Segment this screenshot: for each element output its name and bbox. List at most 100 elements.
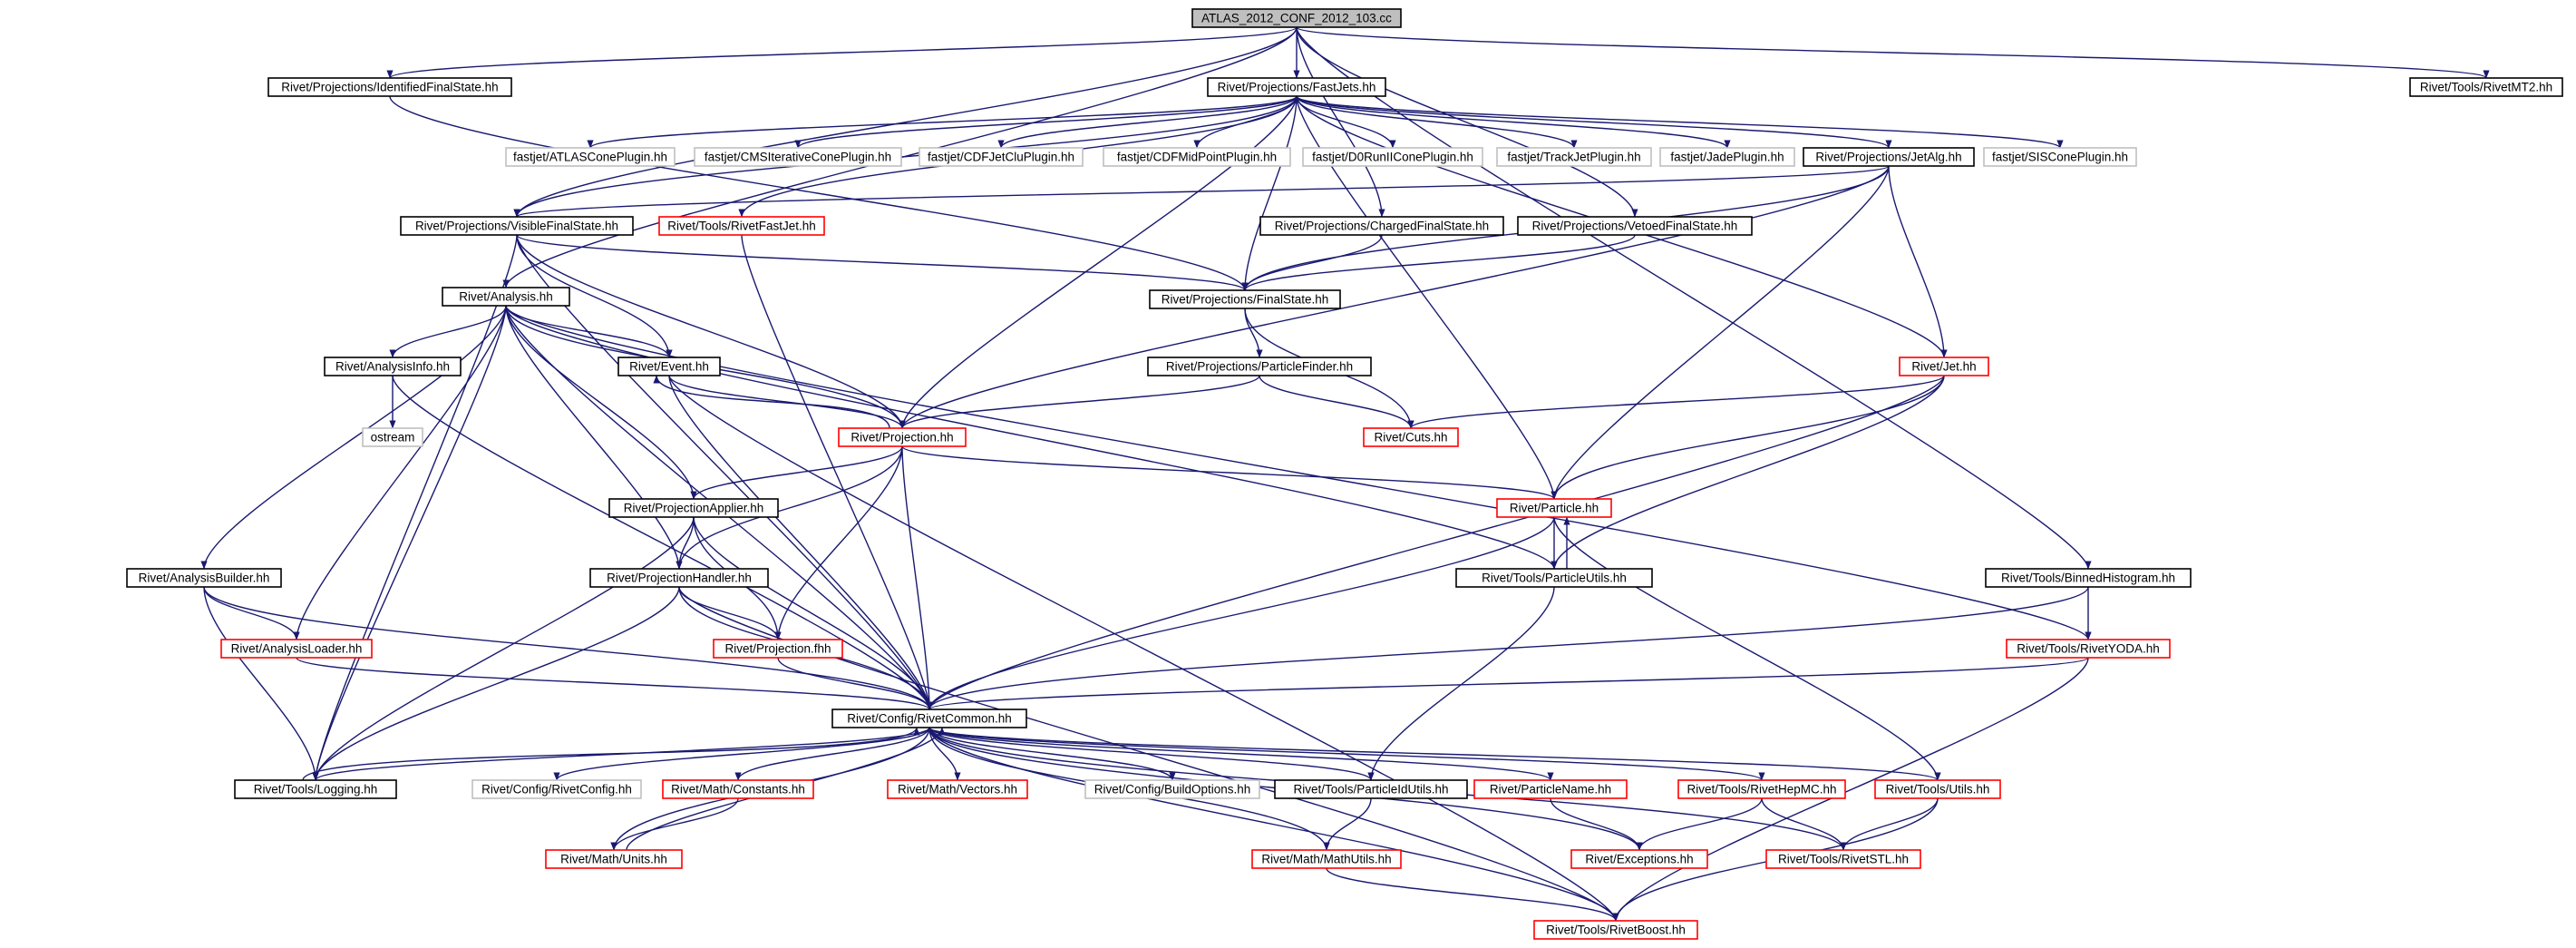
node-label: Rivet/Tools/Utils.hh bbox=[1886, 783, 1990, 797]
node-d0run[interactable]: fastjet/D0RunIIConePlugin.hh bbox=[1302, 147, 1483, 167]
node-units[interactable]: Rivet/Math/Units.hh bbox=[545, 849, 683, 869]
node-box bbox=[1207, 77, 1386, 97]
node-analysisbuilder[interactable]: Rivet/AnalysisBuilder.hh bbox=[126, 568, 282, 588]
node-cmscone[interactable]: fastjet/CMSIterativeConePlugin.hh bbox=[694, 147, 902, 167]
node-atlascone[interactable]: fastjet/ATLASConePlugin.hh bbox=[505, 147, 676, 167]
node-projapplier[interactable]: Rivet/ProjectionApplier.hh bbox=[608, 498, 779, 518]
edge-analysisbuilder-to-rivetcommon bbox=[203, 586, 933, 710]
node-mt2[interactable]: Rivet/Tools/RivetMT2.hh bbox=[2409, 77, 2563, 97]
node-label: Rivet/Tools/BinnedHistogram.hh bbox=[2001, 572, 2175, 585]
node-label: fastjet/CDFJetCluPlugin.hh bbox=[928, 151, 1074, 164]
node-particleidutils[interactable]: Rivet/Tools/ParticleIdUtils.hh bbox=[1274, 779, 1468, 799]
node-analysis[interactable]: Rivet/Analysis.hh bbox=[442, 287, 570, 307]
node-mathutils[interactable]: Rivet/Math/MathUtils.hh bbox=[1251, 849, 1402, 869]
node-siscone[interactable]: fastjet/SISConePlugin.hh bbox=[1983, 147, 2137, 167]
node-vectors[interactable]: Rivet/Math/Vectors.hh bbox=[887, 779, 1028, 799]
edge-visfs-to-rivetcommon bbox=[516, 234, 933, 710]
node-idfs[interactable]: Rivet/Projections/IdentifiedFinalState.h… bbox=[267, 77, 512, 97]
node-trackjet[interactable]: fastjet/TrackJetPlugin.hh bbox=[1496, 147, 1652, 167]
node-box bbox=[713, 639, 843, 659]
edge-rivetcommon-to-constants bbox=[734, 727, 930, 781]
node-label: fastjet/ATLASConePlugin.hh bbox=[513, 151, 667, 164]
edge-projhandler-to-logging bbox=[312, 586, 680, 781]
node-label: Rivet/AnalysisLoader.hh bbox=[231, 642, 363, 656]
edge-projection-to-particle bbox=[901, 445, 1558, 500]
edge-particleutils-to-particleidutils bbox=[1367, 586, 1555, 781]
edge-vetoedfs-to-finalstate bbox=[1241, 234, 1636, 291]
node-label: Rivet/Tools/RivetSTL.hh bbox=[1778, 853, 1909, 866]
node-cdfjetclu[interactable]: fastjet/CDFJetCluPlugin.hh bbox=[919, 147, 1084, 167]
node-cdfmid[interactable]: fastjet/CDFMidPointPlugin.hh bbox=[1103, 147, 1291, 167]
node-rivetstl[interactable]: Rivet/Tools/RivetSTL.hh bbox=[1765, 849, 1921, 869]
node-ostream[interactable]: ostream bbox=[362, 427, 423, 447]
node-label: Rivet/Math/MathUtils.hh bbox=[1261, 853, 1391, 866]
node-label: Rivet/Tools/ParticleUtils.hh bbox=[1482, 572, 1627, 585]
node-label: Rivet/Projections/IdentifiedFinalState.h… bbox=[281, 81, 498, 94]
node-label: Rivet/Analysis.hh bbox=[459, 290, 553, 304]
edge-root-to-idfs bbox=[386, 26, 1298, 79]
node-jade[interactable]: fastjet/JadePlugin.hh bbox=[1659, 147, 1795, 167]
node-label: fastjet/SISConePlugin.hh bbox=[1992, 151, 2128, 164]
node-particlefinder[interactable]: Rivet/Projections/ParticleFinder.hh bbox=[1147, 357, 1372, 376]
edge-visfs-to-event bbox=[516, 234, 673, 358]
node-label: Rivet/Exceptions.hh bbox=[1585, 853, 1693, 866]
node-constants[interactable]: Rivet/Math/Constants.hh bbox=[662, 779, 814, 799]
node-particle[interactable]: Rivet/Particle.hh bbox=[1496, 498, 1612, 518]
node-finalstate[interactable]: Rivet/Projections/FinalState.hh bbox=[1149, 289, 1341, 309]
node-visfs[interactable]: Rivet/Projections/VisibleFinalState.hh bbox=[400, 216, 634, 236]
node-label: Rivet/Projection.fhh bbox=[724, 642, 831, 656]
edge-analysis-to-analysisloader bbox=[293, 305, 507, 640]
node-root[interactable]: ATLAS_2012_CONF_2012_103.cc bbox=[1191, 8, 1402, 28]
node-label: fastjet/TrackJetPlugin.hh bbox=[1507, 151, 1640, 164]
node-box bbox=[887, 779, 1028, 799]
edge-event-to-rivetboost bbox=[668, 375, 1619, 922]
node-analysisinfo[interactable]: Rivet/AnalysisInfo.hh bbox=[324, 357, 462, 376]
node-rivetfastjet[interactable]: Rivet/Tools/RivetFastJet.hh bbox=[658, 216, 825, 236]
edge-rivetyoda-to-rivetboost bbox=[1612, 657, 2089, 922]
edge-analysis-to-particleutils bbox=[505, 305, 1558, 570]
node-utils[interactable]: Rivet/Tools/Utils.hh bbox=[1874, 779, 2001, 799]
edge-particleidutils-to-mathutils bbox=[1323, 797, 1372, 851]
node-box bbox=[220, 639, 373, 659]
node-jet[interactable]: Rivet/Jet.hh bbox=[1899, 357, 1989, 376]
node-box bbox=[1517, 216, 1753, 236]
edge-analysisbuilder-to-logging bbox=[203, 586, 319, 781]
node-cuts[interactable]: Rivet/Cuts.hh bbox=[1363, 427, 1459, 447]
edge-idfs-to-finalstate bbox=[389, 95, 1249, 291]
node-buildoptions[interactable]: Rivet/Config/BuildOptions.hh bbox=[1084, 779, 1260, 799]
node-projfhh[interactable]: Rivet/Projection.fhh bbox=[713, 639, 843, 659]
node-rivetcommon[interactable]: Rivet/Config/RivetCommon.hh bbox=[831, 709, 1027, 728]
node-projection[interactable]: Rivet/Projection.hh bbox=[838, 427, 967, 447]
node-jetalg[interactable]: Rivet/Projections/JetAlg.hh bbox=[1803, 147, 1975, 167]
node-box bbox=[617, 357, 721, 376]
node-analysisloader[interactable]: Rivet/AnalysisLoader.hh bbox=[220, 639, 373, 659]
node-exceptions[interactable]: Rivet/Exceptions.hh bbox=[1570, 849, 1708, 869]
node-label: Rivet/Tools/RivetMT2.hh bbox=[2420, 81, 2552, 94]
node-event[interactable]: Rivet/Event.hh bbox=[617, 357, 721, 376]
node-particlename[interactable]: Rivet/ParticleName.hh bbox=[1473, 779, 1628, 799]
node-box bbox=[1899, 357, 1989, 376]
node-projhandler[interactable]: Rivet/ProjectionHandler.hh bbox=[589, 568, 769, 588]
node-fastjets[interactable]: Rivet/Projections/FastJets.hh bbox=[1207, 77, 1386, 97]
node-rivetyoda[interactable]: Rivet/Tools/RivetYODA.hh bbox=[2006, 639, 2171, 659]
node-rivetconfig[interactable]: Rivet/Config/RivetConfig.hh bbox=[471, 779, 642, 799]
node-rivetboost[interactable]: Rivet/Tools/RivetBoost.hh bbox=[1533, 920, 1698, 940]
node-label: fastjet/CMSIterativeConePlugin.hh bbox=[705, 151, 891, 164]
node-chargedfs[interactable]: Rivet/Projections/ChargedFinalState.hh bbox=[1259, 216, 1504, 236]
node-vetoedfs[interactable]: Rivet/Projections/VetoedFinalState.hh bbox=[1517, 216, 1753, 236]
edge-fastjets-to-trackjet bbox=[1296, 95, 1578, 149]
edge-fastjets-to-d0run bbox=[1296, 95, 1396, 149]
node-rivethepmc[interactable]: Rivet/Tools/RivetHepMC.hh bbox=[1677, 779, 1846, 799]
edge-analysis-to-analysisbuilder bbox=[200, 305, 507, 570]
node-box bbox=[658, 216, 825, 236]
node-box bbox=[1533, 920, 1698, 940]
edge-rivetcommon-to-utils bbox=[928, 727, 1941, 781]
node-logging[interactable]: Rivet/Tools/Logging.hh bbox=[234, 779, 397, 799]
node-label: Rivet/Config/RivetConfig.hh bbox=[481, 783, 632, 797]
edge-jet-to-particle bbox=[1550, 375, 1945, 500]
edge-analysis-to-logging bbox=[312, 305, 507, 781]
node-label: Rivet/Tools/ParticleIdUtils.hh bbox=[1293, 783, 1448, 797]
node-binnedhisto[interactable]: Rivet/Tools/BinnedHistogram.hh bbox=[1985, 568, 2192, 588]
node-particleutils[interactable]: Rivet/Tools/ParticleUtils.hh bbox=[1455, 568, 1653, 588]
